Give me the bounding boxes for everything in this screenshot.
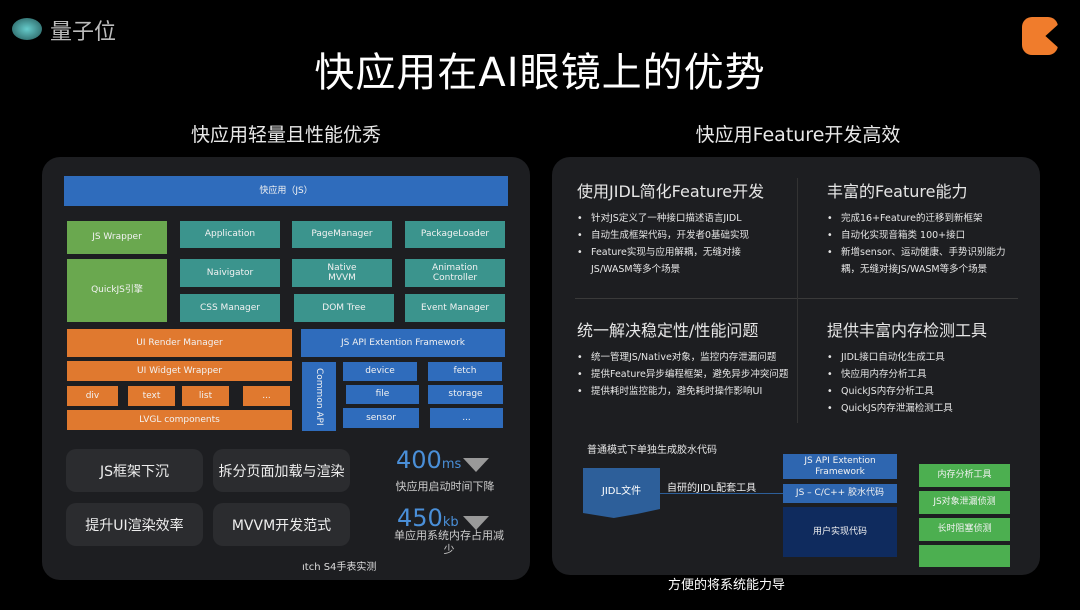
quadrant-item: JIDL接口自动化生成工具 <box>827 349 1027 366</box>
metric-caption: 单应用系统内存占用减少 <box>394 529 504 556</box>
down-arrow-icon <box>463 458 489 472</box>
arch-top: 快应用（JS） <box>64 176 508 206</box>
stack-box: JS – C/C++ 胶水代码 <box>783 484 897 503</box>
metric-value: 450 <box>397 504 443 532</box>
quadrant-heading: 使用JIDL简化Feature开发 <box>577 182 765 201</box>
arch-module: CSS Manager <box>180 294 280 322</box>
arch-ui-widget: UI Widget Wrapper <box>67 361 292 381</box>
arch-widget: div <box>67 386 118 406</box>
quadrant-item: 新增sensor、运动健康、手势识别能力耦，无缝对接JS/WASM等多个场景 <box>827 244 1007 278</box>
arch-api: sensor <box>343 408 419 428</box>
feature-card: JS框架下沉 <box>66 449 203 492</box>
tool-label: 自研的JIDL配套工具 <box>667 483 757 494</box>
quadrant-heading: 提供丰富内存检测工具 <box>827 321 988 340</box>
connector-line <box>660 493 783 494</box>
quadrant-heading: 丰富的Feature能力 <box>827 182 968 201</box>
arch-module: PageManager <box>292 221 392 248</box>
arch-module: Animation Controller <box>405 259 505 287</box>
arch-api: device <box>343 362 417 381</box>
arch-module: Application <box>180 221 280 248</box>
bottom-text: 方便的将系统能力导 <box>668 578 786 593</box>
arch-module: Naivigator <box>180 259 280 287</box>
tool-box: 内存分析工具 <box>919 464 1010 487</box>
arch-common-api: Common API <box>302 362 336 431</box>
quadrant-item: 快应用内存分析工具 <box>827 366 1027 383</box>
arch-widget: ... <box>243 386 290 406</box>
footnote: ıtch S4手表实测 <box>302 562 377 573</box>
quadrant-item: 统一管理JS/Native对象，监控内存泄漏问题 <box>577 349 797 366</box>
arch-api: ... <box>430 408 503 428</box>
arch-widget: text <box>128 386 175 406</box>
divider <box>575 298 1018 299</box>
quadrant-heading: 统一解决稳定性/性能问题 <box>577 321 759 340</box>
quadrant-item: 提供Feature异步编程框架，避免异步冲突问题 <box>577 366 797 383</box>
arch-api-framework: JS API Extention Framework <box>301 329 505 357</box>
diagram-caption: 普通模式下单独生成胶水代码 <box>587 445 717 456</box>
divider <box>797 178 798 423</box>
feature-card: MVVM开发范式 <box>213 503 350 546</box>
jidl-file-shape: JIDL文件 <box>583 468 660 518</box>
quadrant-item: 自动化实现音箱类 100+接口 <box>827 227 1007 244</box>
page-title: 快应用在AI眼镜上的优势 <box>314 50 766 96</box>
quadrant-item: Feature实现与应用解耦，无缝对接JS/WASM等多个场景 <box>577 244 767 278</box>
quadrant: 丰富的Feature能力 完成16+Feature的迁移到新框架 自动化实现音箱… <box>827 178 1027 278</box>
stack-box: JS API Extention Framework <box>783 454 897 479</box>
arch-module: DOM Tree <box>294 294 394 322</box>
metric-memory: 450kb <box>397 504 459 532</box>
down-arrow-icon <box>463 516 489 530</box>
metric-unit: ms <box>441 457 462 472</box>
tool-box: 长时阻塞侦测 <box>919 518 1010 541</box>
arch-api: fetch <box>428 362 502 381</box>
right-subtitle: 快应用Feature开发高效 <box>695 124 901 146</box>
arch-api: file <box>346 385 419 404</box>
arch-module: PackageLoader <box>405 221 505 248</box>
tool-box: JS对象泄漏侦测 <box>919 491 1010 514</box>
arch-module: Event Manager <box>405 294 505 322</box>
arch-quickjs: QuickJS引擎 <box>67 259 167 322</box>
arch-widget: list <box>182 386 229 406</box>
arch-ui-render: UI Render Manager <box>67 329 292 357</box>
arch-js-wrapper: JS Wrapper <box>67 221 167 254</box>
feature-card: 提升UI渲染效率 <box>66 503 203 546</box>
metric-caption: 快应用启动时间下降 <box>395 480 495 493</box>
jidl-file-label: JIDL文件 <box>601 485 642 497</box>
feature-card: 拆分页面加载与渲染 <box>213 449 350 492</box>
arch-module: Native MVVM <box>292 259 392 287</box>
left-subtitle: 快应用轻量且性能优秀 <box>190 124 381 146</box>
metric-startup: 400ms <box>396 446 461 474</box>
quadrant-item: 提供耗时监控能力，避免耗时操作影响UI <box>577 383 797 400</box>
quadrant: 使用JIDL简化Feature开发 针对JS定义了一种接口描述语言JIDL 自动… <box>577 178 792 278</box>
quadrant-item: 自动生成框架代码，开发者0基础实现 <box>577 227 767 244</box>
arch-api: storage <box>428 385 503 404</box>
quadrant: 统一解决稳定性/性能问题 统一管理JS/Native对象，监控内存泄漏问题 提供… <box>577 317 797 400</box>
watermark-text: 量子位 <box>50 20 117 45</box>
arch-lvgl: LVGL components <box>67 410 292 430</box>
quadrant-item: 针对JS定义了一种接口描述语言JIDL <box>577 210 767 227</box>
quadrant-item: QuickJS内存分析工具 <box>827 383 1027 400</box>
watermark-logo: 量子位 <box>8 14 123 45</box>
tool-box <box>919 545 1010 567</box>
quadrant-item: 完成16+Feature的迁移到新框架 <box>827 210 1007 227</box>
quadrant: 提供丰富内存检测工具 JIDL接口自动化生成工具 快应用内存分析工具 Quick… <box>827 317 1027 417</box>
stack-box: 用户实现代码 <box>783 507 897 557</box>
metric-value: 400 <box>396 446 442 474</box>
quadrant-item: QuickJS内存泄漏检测工具 <box>827 400 1027 417</box>
metric-unit: kb <box>442 515 459 530</box>
